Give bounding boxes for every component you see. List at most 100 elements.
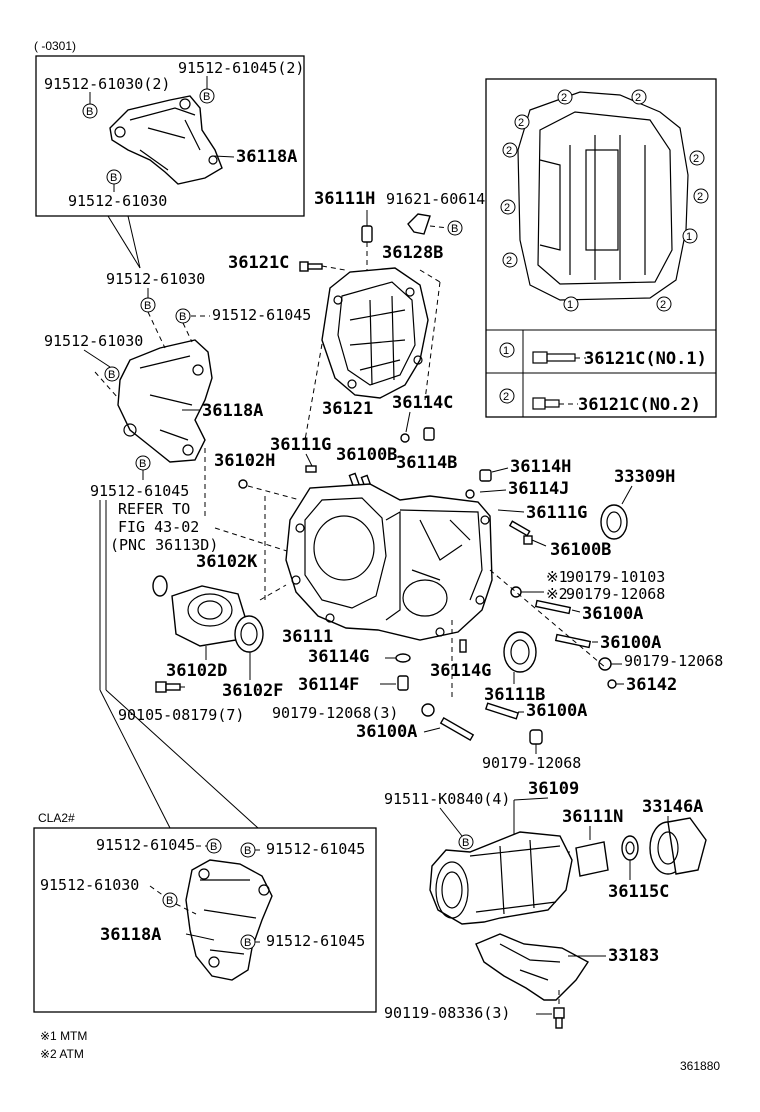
rear-cover-outline [517,91,689,301]
label-91512-61045-b2a: 91512-61045 [96,836,195,854]
label-91621-60614: 91621-60614 [386,190,485,208]
label-36111H: 36111H [314,189,375,209]
svg-text:2: 2 [697,191,703,203]
bubble-b: B [86,106,93,118]
mark-1: ※1 [546,568,568,586]
label-90179-10103: 90179-10103 [566,568,665,586]
dust-cover-33146A [649,817,707,875]
legend-row-2: 2 36121C(NO.2) [499,388,701,415]
stud-36100A-c [439,716,475,742]
label-91512-61030-2: 91512-61030(2) [44,75,170,93]
pin-36102H [238,479,248,489]
label-36114G-a: 36114G [308,647,369,667]
bubble-b: B [179,311,186,323]
breather-plug-36111H [361,225,373,243]
bubble-b: B [451,223,458,235]
label-36111G-b: 36111G [526,503,587,523]
label-91512-61030-mid2: 91512-61030 [44,332,143,350]
svg-text:2: 2 [693,153,699,165]
svg-text:2: 2 [503,391,509,403]
svg-text:2: 2 [660,299,666,311]
refer-line-1: REFER TO [118,500,190,518]
label-90179-12068-a: 90179-12068 [566,585,665,603]
label-91512-61045-mid: 91512-61045 [212,306,311,324]
bracket-36118A-inset [109,95,223,185]
label-91512-61030-b2: 91512-61030 [40,876,139,894]
bubble-b: B [210,841,217,853]
label-36111B: 36111B [484,685,545,705]
plug-36114H [479,469,492,482]
bushing-36111N [575,841,609,877]
label-91512-61045-mid2: 91512-61045 [90,482,189,500]
label-91512-61045-2: 91512-61045(2) [178,59,304,77]
rear-cover-36121 [321,267,429,399]
label-91512-61045-b2b: 91512-61045 [266,840,365,858]
bolt-90105 [155,681,181,693]
svg-text:2: 2 [506,255,512,267]
bolt-36121C [299,261,323,272]
svg-text:1: 1 [567,299,573,311]
seal-36111B [503,631,537,673]
legend-label-no2: 36121C(NO.2) [578,395,701,415]
bolt-bubble: B B B [82,88,215,185]
bubble-b: B [203,91,210,103]
bubble-b: B [244,845,251,857]
svg-text:2: 2 [504,202,510,214]
legend-row-1: 1 36121C(NO.1) [499,342,707,369]
note-atm: ※2 ATM [40,1047,84,1061]
label-91512-61030-inset: 91512-61030 [68,192,167,210]
label-36114J: 36114J [508,479,569,499]
label-36114F: 36114F [298,675,359,695]
cover-bolt-bubbles: 2 2 2 2 2 2 2 1 1 2 2 [500,89,709,312]
label-36118A-cla2: 36118A [100,925,161,945]
inset-title-cla2: CLA2# [38,811,75,825]
label-33309H: 33309H [614,467,675,487]
plug-36114F [397,675,409,691]
bolt-legend-box [485,78,717,418]
bubble-b: B [108,369,115,381]
svg-text:2: 2 [561,92,567,104]
bubble-b: B [139,458,146,470]
label-36102F: 36102F [222,681,283,701]
stud-36100A-a [534,599,572,615]
transmission-case-36111 [285,483,493,641]
bubble-b: B [462,837,469,849]
oil-seal-33309H [600,504,628,540]
clip-36128B [407,213,431,235]
dowel-36114C [400,433,410,443]
stud-36100A-b [554,633,592,649]
retainer-36102D [171,585,247,647]
label-90179-12068-c: 90179-12068(3) [272,704,398,722]
plug-36142 [607,679,617,689]
legend-label-no1: 36121C(NO.1) [584,349,707,369]
bearing-36102F [234,615,264,653]
label-36118A-inset: 36118A [236,147,297,167]
bubble-b: B [110,172,117,184]
inset-box-pre0301 [35,55,305,217]
date-range-label: ( -0301) [34,39,76,53]
inset-box-cla2 [33,827,377,1013]
label-36111N: 36111N [562,807,623,827]
label-91512-61030-mid: 91512-61030 [106,270,205,288]
label-33146A: 33146A [642,797,703,817]
bubble-b: B [166,895,173,907]
label-36114H: 36114H [510,457,571,477]
label-36111G-a: 36111G [270,435,331,455]
label-36102H: 36102H [214,451,275,471]
svg-text:2: 2 [635,92,641,104]
plug-36114B [423,427,435,441]
svg-text:1: 1 [686,231,692,243]
label-36100B-b: 36100B [550,540,611,560]
label-36115C: 36115C [608,882,669,902]
svg-text:2: 2 [518,117,524,129]
label-36102D: 36102D [166,661,227,681]
nut-90179-c [421,703,435,717]
nut-90179-d [529,729,543,745]
label-36102K: 36102K [196,552,258,572]
extension-housing-36109 [429,831,573,925]
label-36142: 36142 [626,675,677,695]
bubble-b: B [144,300,151,312]
label-33183: 33183 [608,946,659,966]
stud-36100A-d [484,702,520,720]
